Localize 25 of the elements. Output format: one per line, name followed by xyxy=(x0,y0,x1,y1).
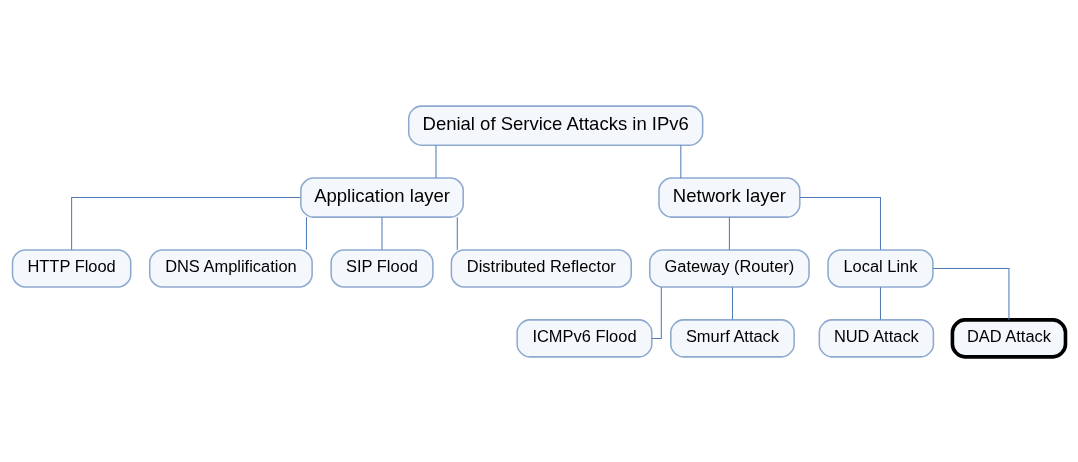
connector xyxy=(381,216,383,250)
connector xyxy=(879,286,881,320)
connector xyxy=(305,216,307,250)
connector xyxy=(651,286,662,339)
node-box: Gateway (Router) xyxy=(648,248,810,288)
connector xyxy=(731,286,733,320)
node-box: DNS Amplification xyxy=(148,248,313,288)
node-box: SIP Flood xyxy=(330,248,434,288)
connector xyxy=(728,216,730,250)
node-box: DAD Attack xyxy=(950,317,1068,359)
connector xyxy=(435,144,437,178)
node-box: Distributed Reflector xyxy=(450,248,632,288)
node-box: Network layer xyxy=(658,176,801,218)
node-box: Smurf Attack xyxy=(670,318,795,358)
connector xyxy=(680,144,682,178)
node-box: ICMPv6 Flood xyxy=(516,318,653,358)
node-box: Application layer xyxy=(300,176,464,218)
node-box: HTTP Flood xyxy=(11,248,132,288)
connector xyxy=(456,216,458,250)
connector xyxy=(932,267,1010,320)
node-box: Denial of Service Attacks in IPv6 xyxy=(407,104,704,146)
connector xyxy=(71,196,301,250)
node-box: Local Link xyxy=(827,248,934,288)
node-box: NUD Attack xyxy=(818,318,935,358)
connector xyxy=(799,196,881,250)
